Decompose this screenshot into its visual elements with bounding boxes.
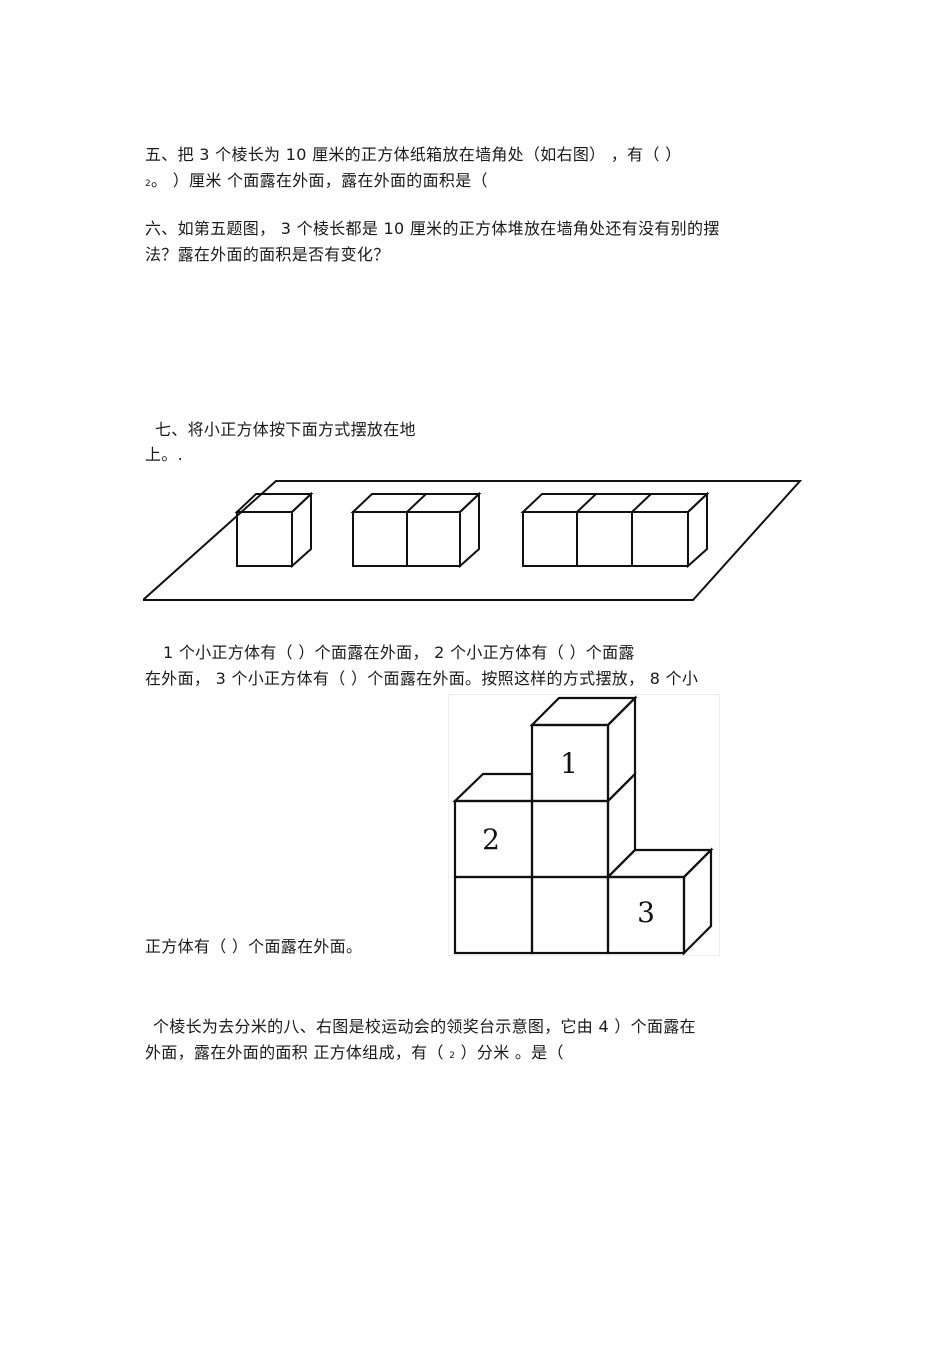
podium-label-1: 1	[560, 747, 578, 780]
podium-label-2: 2	[482, 823, 500, 856]
q5-superscript: 2	[145, 179, 152, 189]
q8-superscript: 2	[449, 1051, 456, 1061]
podium-label-3: 3	[637, 896, 655, 929]
q8-line2-part-a: 外面，露在外面的面积 正方体组成，有（	[145, 1043, 450, 1062]
podium-figure: 1 2 3	[448, 694, 720, 956]
single-cube	[234, 491, 314, 569]
q7-answer-line1: 1 个小正方体有（ ）个面露在外面， 2 个小正方体有（ ）个面露	[163, 643, 635, 662]
q6-line1: 六、如第五题图， 3 个棱长都是 10 厘米的正方体堆放在墙角处还有没有别的摆	[145, 219, 720, 238]
three-cubes	[520, 491, 710, 569]
two-cubes	[350, 491, 482, 569]
q5-line2-text: 。 ）厘米 个面露在外面，露在外面的面积是（	[151, 171, 488, 190]
floor-plane	[143, 480, 803, 601]
q7-line2: 上。.	[145, 445, 183, 464]
q7-line1: 七、将小正方体按下面方式摆放在地	[155, 420, 416, 439]
q5-line2: 2。 ）厘米 个面露在外面，露在外面的面积是（	[145, 171, 488, 194]
q8-line2: 外面，露在外面的面积 正方体组成，有（ 2 ）分米 。是（	[145, 1043, 564, 1066]
q8-line2-part-b: ）分米 。是（	[455, 1043, 564, 1062]
q6-line2: 法？露在外面的面积是否有变化？	[145, 245, 390, 264]
q8-line1: 个棱长为去分米的八、右图是校运动会的领奖台示意图，它由 4 ）个面露在	[153, 1017, 696, 1036]
q7-answer-line2: 在外面， 3 个小正方体有（ ）个面露在外面。按照这样的方式摆放， 8 个小	[145, 669, 699, 688]
q7-answer-line3: 正方体有（ ）个面露在外面。	[145, 937, 363, 956]
cube-arrangement-figure	[143, 480, 803, 601]
q5-line1: 五、把 3 个棱长为 10 厘米的正方体纸箱放在墙角处（如右图） ，有（ ）	[145, 145, 682, 164]
